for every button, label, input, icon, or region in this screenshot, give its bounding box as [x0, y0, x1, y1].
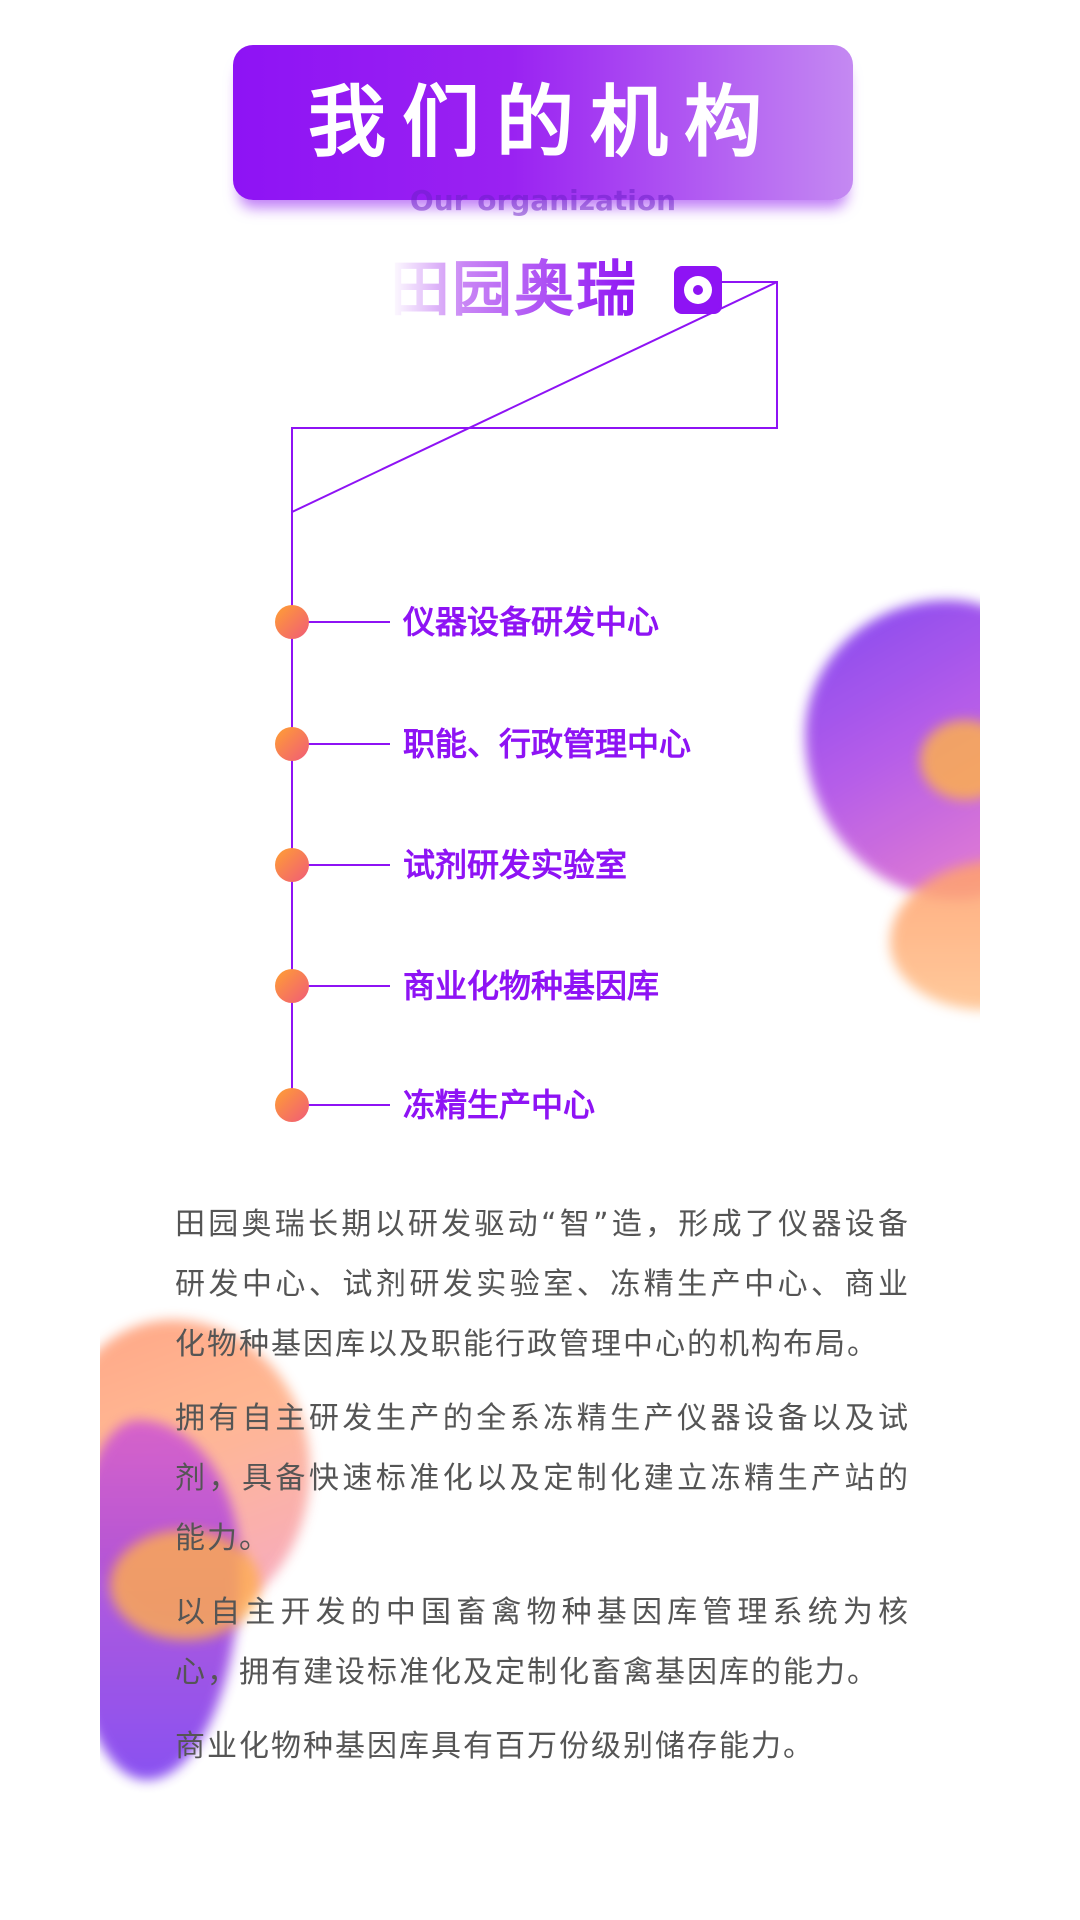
description-paragraph: 田园奥瑞长期以研发驱动“智”造，形成了仪器设备研发中心、试剂研发实验室、冻精生产…: [175, 1207, 910, 1362]
decorative-blob: [110, 1530, 260, 1640]
aperture-icon: [674, 266, 722, 314]
org-connector-lines: [291, 281, 778, 1106]
page-title: 我们的机构: [307, 78, 778, 168]
org-item-label: 试剂研发实验室: [403, 846, 628, 884]
description: 田园奥瑞长期以研发驱动“智”造，形成了仪器设备研发中心、试剂研发实验室、冻精生产…: [175, 1195, 910, 1791]
page: 我们的机构 Our organization 田园奥瑞 仪器设备研发中心 职能、…: [100, 0, 980, 1920]
brand-logo: 田园奥瑞: [390, 255, 722, 325]
org-item-label: 仪器设备研发中心: [403, 603, 660, 641]
description-paragraph: 商业化物种基因库具有百万份级别储存能力。: [175, 1729, 815, 1764]
description-paragraph: 以自主开发的中国畜禽物种基因库管理系统为核心，拥有建设标准化及定制化畜禽基因库的…: [175, 1595, 910, 1690]
org-node-dot: [275, 1088, 309, 1122]
org-node-dot: [275, 605, 309, 639]
org-node-dot: [275, 848, 309, 882]
connector-diagonal: [291, 281, 778, 513]
org-item-label: 商业化物种基因库: [403, 967, 660, 1005]
title-banner: 我们的机构: [233, 45, 853, 200]
description-paragraph: 拥有自主研发生产的全系冻精生产仪器设备以及试剂，具备快速标准化以及定制化建立冻精…: [175, 1401, 910, 1556]
connector-bracket: [291, 281, 778, 1105]
org-item-label: 冻精生产中心: [403, 1086, 596, 1124]
org-item-label: 职能、行政管理中心: [403, 725, 692, 763]
org-node-dot: [275, 969, 309, 1003]
org-node-dot: [275, 727, 309, 761]
page-subtitle: Our organization: [409, 184, 677, 217]
brand-name: 田园奥瑞: [390, 255, 638, 325]
